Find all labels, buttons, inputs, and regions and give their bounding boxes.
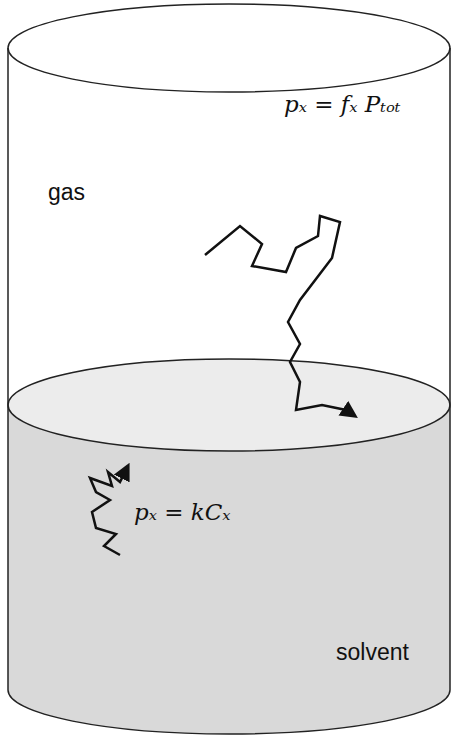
formula-label: pₓ = kCₓ: [134, 500, 230, 525]
random-walk-path: [205, 216, 355, 416]
random-walk-path: [90, 466, 128, 555]
cylinder-top: [8, 4, 450, 92]
cylinder-bottom: [8, 690, 450, 734]
liquid-surface: [8, 359, 450, 451]
region-label: gas: [48, 180, 85, 205]
formula-label: pₓ = fₓ Pₜₒₜ: [284, 92, 400, 117]
solvent-fill: [8, 405, 450, 734]
region-label: solvent: [336, 640, 409, 665]
cylinder-wall: [449, 48, 451, 690]
cylinder-wall: [7, 48, 9, 690]
